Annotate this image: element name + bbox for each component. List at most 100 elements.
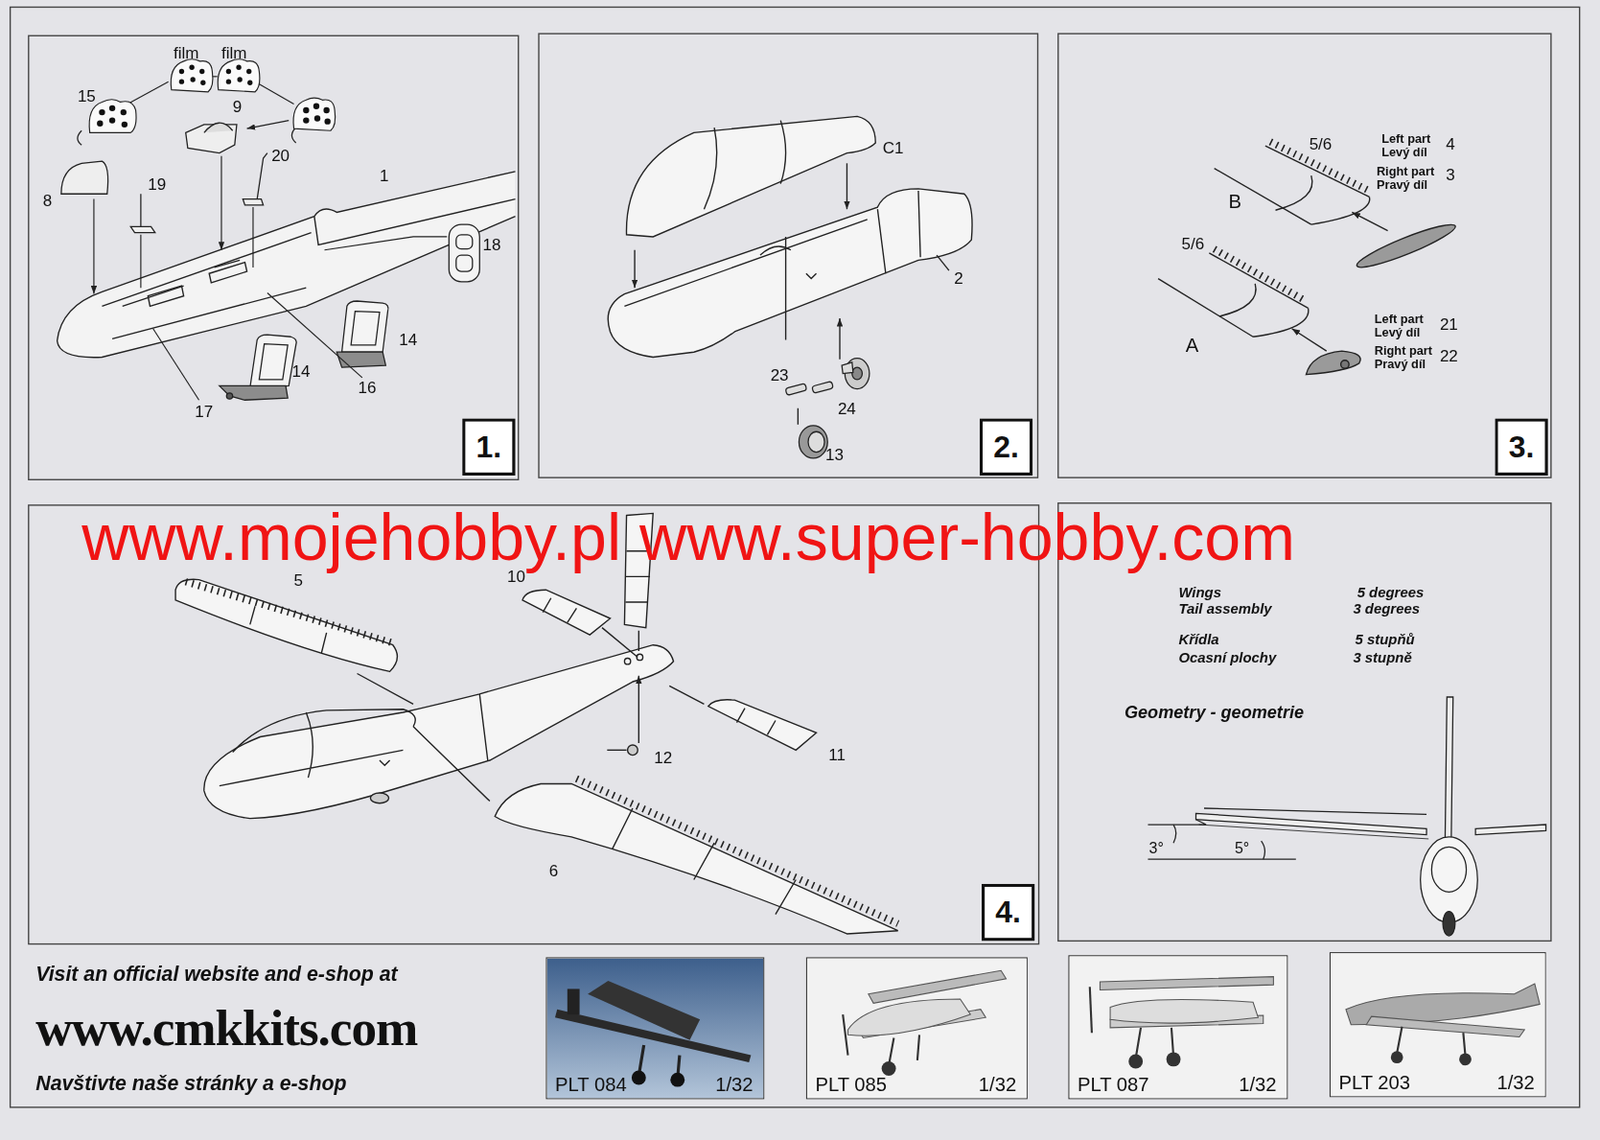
line-art (122, 259, 240, 306)
line-art (204, 645, 674, 819)
line-art (1058, 33, 1552, 478)
line-art (1420, 836, 1479, 923)
line-art (1252, 307, 1309, 337)
line-art (806, 273, 817, 279)
step-number-box: 1. (462, 417, 515, 476)
line-art (1214, 168, 1312, 226)
product-thumbnail: PLT 2031/32 (1329, 951, 1547, 1097)
line-art (624, 190, 921, 340)
line-art (109, 116, 116, 123)
line-art (1158, 278, 1253, 338)
line-art (256, 153, 268, 200)
callout-number: 9 (232, 97, 242, 116)
line-art (89, 99, 137, 134)
line-art (703, 120, 786, 210)
variant-letter: B (1228, 190, 1243, 213)
kit-scale: 1/32 (978, 1073, 1017, 1096)
panel-frames (10, 6, 1580, 1107)
line-art (626, 115, 876, 237)
kit-photo-part (842, 1014, 848, 1056)
line-art (760, 246, 791, 256)
line-art (204, 122, 233, 133)
kit-photo-part (1110, 999, 1258, 1024)
line-art (170, 59, 213, 93)
watermark: www.mojehobby.pl www.super-hobby.com (81, 505, 1296, 571)
line-art (242, 199, 263, 206)
callout-number: 14 (291, 362, 310, 381)
line-art (633, 250, 635, 288)
kit-scale: 1/32 (1497, 1071, 1535, 1094)
product-thumbnail: PLT 0851/32 (806, 956, 1028, 1099)
line-art (797, 408, 799, 425)
side-label: Pravý díl (1376, 177, 1428, 192)
line-art (808, 431, 825, 452)
callout-number: 24 (837, 399, 857, 418)
line-art (226, 69, 232, 74)
line-art (235, 65, 241, 70)
kit-photo-part (807, 957, 1028, 1099)
angle-label: 5° (1234, 838, 1250, 857)
line-art (247, 120, 290, 130)
kit-photo-part (868, 970, 1007, 1003)
line-art (841, 362, 854, 374)
line-art (293, 97, 336, 131)
line-art (28, 35, 519, 480)
line-art (246, 69, 252, 74)
callout-number: 15 (77, 88, 96, 107)
step-number: 4. (995, 894, 1021, 929)
line-art (1214, 249, 1307, 302)
step-number: 2. (993, 429, 1020, 464)
side-label: Levý díl (1381, 144, 1428, 160)
callout-number: 11 (828, 745, 846, 765)
line-art (350, 311, 380, 346)
step-number: 1. (476, 429, 503, 464)
callout-number: 5/6 (1309, 136, 1333, 155)
line-art (357, 627, 705, 802)
angle-label: 3° (1149, 838, 1164, 857)
line-art (708, 699, 817, 751)
step-number-box: 3. (1494, 417, 1548, 476)
line-art (92, 199, 94, 295)
line-art (250, 334, 297, 388)
kit-photo-part (1330, 952, 1547, 1097)
line-art (838, 318, 840, 360)
kit-photo-part (1099, 976, 1274, 991)
kit-code: PLT 084 (555, 1073, 627, 1096)
callout-number: 4 (1445, 136, 1455, 155)
side-label: Right part (1374, 344, 1433, 359)
line-art (538, 33, 1038, 478)
line-art (324, 117, 330, 124)
line-art (252, 207, 254, 268)
line-art (1341, 360, 1350, 370)
line-art (1199, 824, 1429, 839)
line-art (1208, 253, 1308, 308)
line-art (109, 105, 116, 112)
kit-photo-part (547, 957, 766, 1099)
line-art (852, 367, 863, 380)
line-art (121, 121, 128, 128)
line-art (627, 744, 639, 756)
callout-number: 16 (358, 378, 377, 397)
line-art (217, 59, 260, 93)
line-art (336, 351, 386, 368)
kit-scale: 1/32 (1238, 1073, 1276, 1096)
line-art (737, 708, 776, 736)
line-art (247, 80, 253, 86)
kit-photo-part (638, 1044, 680, 1079)
side-label: Left part (1374, 312, 1424, 327)
callout-number: 18 (482, 235, 501, 255)
line-art (456, 255, 473, 272)
line-art (226, 78, 232, 84)
line-art (1431, 846, 1466, 892)
variant-letter: A (1185, 334, 1200, 357)
line-art (379, 760, 391, 766)
callout-number: 3 (1445, 165, 1455, 185)
kit-photo-part (1128, 1054, 1143, 1069)
kit-photo-part (881, 1061, 897, 1076)
line-art (220, 156, 222, 251)
side-label: Right part (1376, 163, 1435, 179)
line-art (448, 224, 480, 282)
small-parts (61, 122, 480, 282)
geometry-front-view (1147, 696, 1546, 936)
